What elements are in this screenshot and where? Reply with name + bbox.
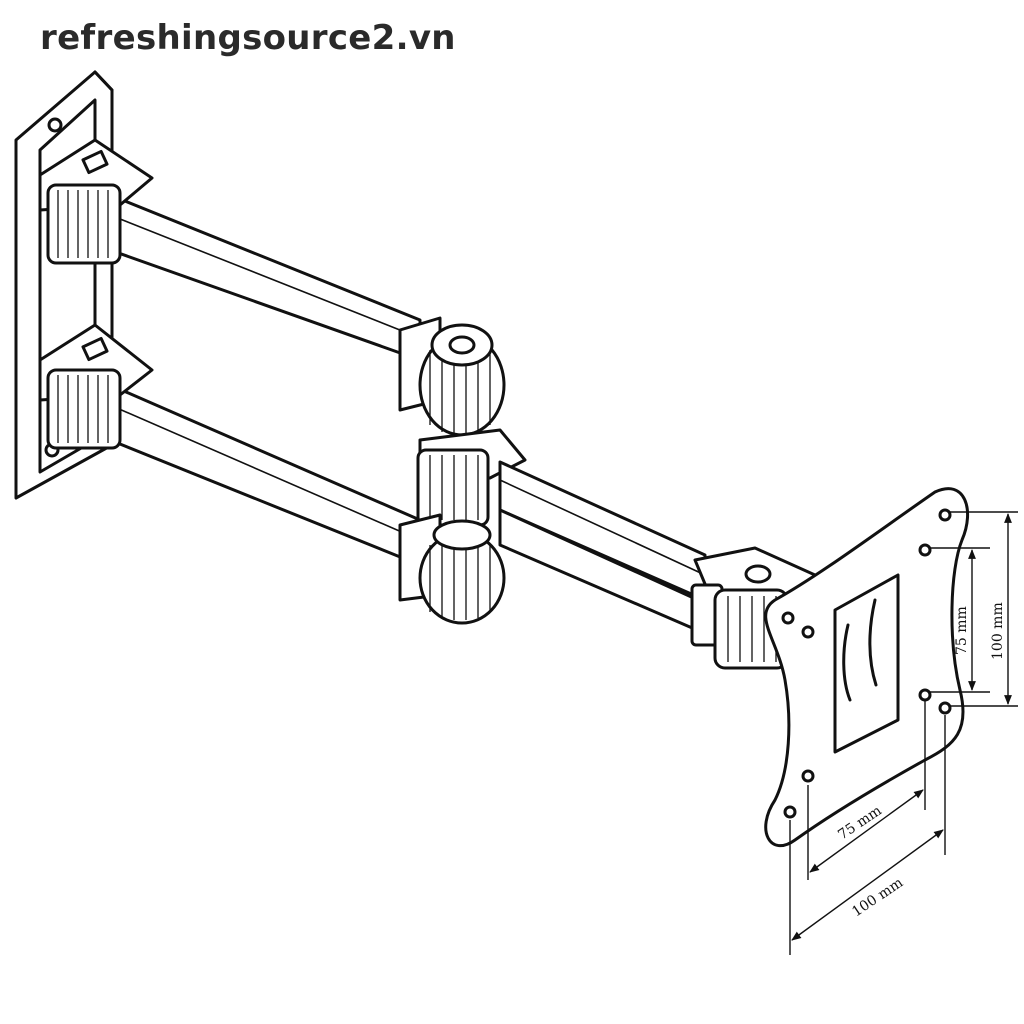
vesa-hole-100-bottom-right <box>938 701 952 715</box>
vesa-plate <box>764 487 970 848</box>
wall-screw-hole-top <box>47 117 63 133</box>
upper-arm <box>38 138 506 437</box>
center-joint <box>398 428 527 625</box>
dimension-arrow-horizontal-100 <box>791 829 944 941</box>
vesa-hole-75-top-right <box>918 543 932 557</box>
vesa-hole-75-top-left <box>801 625 815 639</box>
forearm <box>498 460 817 670</box>
lower-arm <box>38 323 422 567</box>
dim-label-vertical-75: 75 mm <box>954 606 970 655</box>
hinge-screw-upper <box>81 149 109 175</box>
tilt-head-hole <box>744 564 772 584</box>
watermark-text: refreshingsource2.vn <box>40 18 456 58</box>
dim-label-vertical-100: 100 mm <box>990 602 1006 660</box>
vesa-hole-100-bottom-left <box>783 805 797 819</box>
knob-hole-upper <box>448 335 476 355</box>
dim-label-horizontal-100: 100 mm <box>849 875 906 921</box>
dimension-lines <box>789 511 1018 955</box>
vesa-hole-100-top-left <box>781 611 795 625</box>
vesa-hole-75-bottom-left <box>801 769 815 783</box>
hinge-screw-lower <box>81 336 109 362</box>
vesa-hole-100-top-right <box>938 508 952 522</box>
